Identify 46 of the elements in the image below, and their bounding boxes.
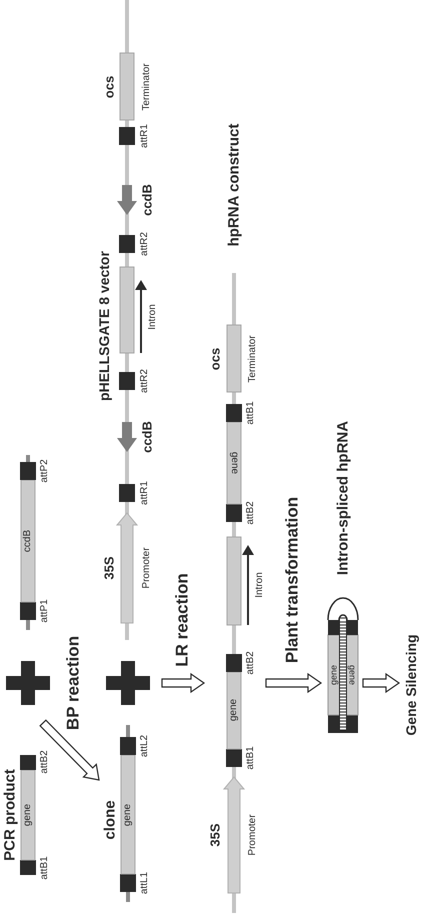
construct-title: Intron-spliced hpRNA bbox=[336, 420, 350, 576]
part-label: Promoter bbox=[248, 814, 258, 856]
part-label: 35S bbox=[208, 823, 222, 847]
construct-title: pHELLSGATE 8 vector bbox=[97, 251, 111, 401]
part-label: ccdB bbox=[23, 530, 33, 552]
part-label: attB2 bbox=[40, 750, 50, 774]
outcome-label: Gene Silencing bbox=[400, 620, 422, 750]
part-label: Intron bbox=[255, 572, 265, 598]
part-label: gene bbox=[23, 804, 33, 826]
part-label: attR1 bbox=[140, 481, 150, 505]
part-label: attB1 bbox=[246, 746, 256, 770]
part-label: ocs bbox=[102, 76, 116, 98]
part-label: attB1 bbox=[246, 401, 256, 425]
part-label: gene bbox=[229, 698, 239, 722]
part-label: attB1 bbox=[40, 856, 50, 880]
part-label: ccdB bbox=[140, 421, 154, 453]
part-label: attP1 bbox=[40, 599, 50, 623]
block-arrow bbox=[161, 672, 206, 694]
edge-label: LR reaction bbox=[174, 573, 190, 667]
part-label: Promoter bbox=[142, 547, 152, 589]
part-label: attP2 bbox=[40, 459, 50, 483]
part-label: Intron bbox=[148, 304, 158, 330]
edge-label: Plant transformation bbox=[284, 496, 300, 664]
part-label: gene bbox=[330, 664, 338, 686]
part-label: attR1 bbox=[140, 124, 150, 148]
part-label: attL1 bbox=[140, 872, 150, 894]
part-label: attR2 bbox=[140, 232, 150, 256]
block-arrow bbox=[362, 672, 400, 694]
part-label: attB2 bbox=[246, 501, 256, 525]
part-label: attB2 bbox=[246, 651, 256, 675]
edge-label: BP reaction bbox=[64, 636, 82, 730]
part-label: gene bbox=[348, 664, 356, 686]
part-label: gene bbox=[229, 452, 239, 474]
block-arrow bbox=[265, 672, 322, 694]
part-label: ocs bbox=[208, 348, 222, 370]
part-label: ccdB bbox=[140, 184, 154, 216]
part-label: attL2 bbox=[140, 734, 150, 758]
part-label: Terminator bbox=[142, 63, 152, 111]
construct-title: hpRNA construct bbox=[226, 124, 242, 246]
construct-title: clone bbox=[102, 800, 118, 840]
part-label: 35S bbox=[102, 556, 116, 580]
part-label: attR2 bbox=[140, 369, 150, 393]
part-label: gene bbox=[123, 804, 133, 826]
block-arrow bbox=[39, 719, 100, 781]
construct-title: PCR product bbox=[2, 769, 18, 861]
part-label: Terminator bbox=[248, 335, 258, 383]
